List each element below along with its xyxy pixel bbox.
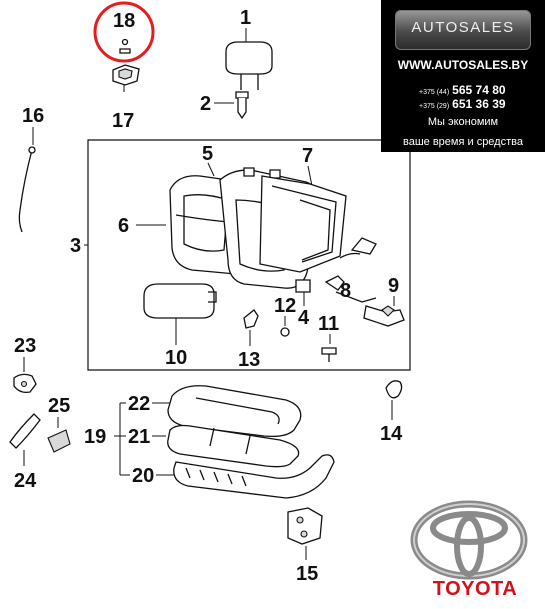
- label-18: 18: [113, 10, 135, 32]
- part-13-clip: [243, 309, 259, 346]
- part-21-cushion: [167, 424, 300, 468]
- part-22-seat-cover: [167, 385, 302, 438]
- ad-phone-2-number: 651 36 39: [452, 97, 506, 111]
- brand-name: TOYOTA: [432, 578, 518, 600]
- part-7-seat-frame: [259, 175, 347, 273]
- label-11: 11: [318, 313, 339, 335]
- part-20-frame: [173, 454, 335, 499]
- label-9: 9: [388, 275, 399, 297]
- autosales-logo: AUTOSALES: [395, 10, 531, 50]
- label-16: 16: [22, 105, 44, 127]
- label-20: 20: [132, 465, 154, 487]
- highlight-circle: [93, 1, 155, 63]
- label-6: 6: [118, 215, 129, 237]
- ad-phone-1-number: 565 74 80: [452, 83, 506, 97]
- part-17-bracket: [112, 64, 140, 92]
- part-1-headrest: [225, 41, 273, 90]
- ad-phone-2[interactable]: +375 (29)651 36 39: [419, 97, 506, 111]
- label-23: 23: [14, 335, 36, 357]
- label-13: 13: [238, 349, 260, 371]
- label-3: 3: [70, 235, 81, 257]
- label-21: 21: [128, 426, 150, 448]
- toyota-logo: [410, 500, 528, 580]
- label-12: 12: [274, 295, 296, 317]
- part-8-recliner: [324, 237, 377, 303]
- ad-slogan-line-2: ваше время и средства: [403, 136, 523, 148]
- label-15: 15: [296, 563, 318, 585]
- label-1: 1: [240, 7, 251, 29]
- bracket-19: [114, 402, 130, 476]
- ad-phone-1-code: +375 (44): [419, 89, 450, 96]
- label-19: 19: [84, 426, 106, 448]
- ad-url[interactable]: WWW.AUTOSALES.BY: [397, 58, 529, 72]
- label-14: 14: [380, 423, 403, 445]
- label-24: 24: [14, 470, 37, 492]
- part-10-armrest: [143, 283, 217, 319]
- label-4: 4: [298, 307, 310, 329]
- part-15-bracket: [287, 507, 323, 560]
- autosales-logo-text: AUTOSALES: [411, 19, 515, 36]
- label-7: 7: [302, 145, 313, 167]
- part-4-bracket: [295, 279, 311, 293]
- part-18-clip: [119, 38, 131, 54]
- part-12-screw: [280, 316, 290, 337]
- label-25: 25: [48, 395, 70, 417]
- ad-phone-1[interactable]: +375 (44)565 74 80: [419, 83, 506, 97]
- label-8: 8: [340, 280, 351, 302]
- part-23-clip: [13, 373, 37, 394]
- part-24-trim: [9, 413, 41, 466]
- part-3-frame: [87, 139, 411, 371]
- part-9-lever: [363, 305, 405, 327]
- part-25-cap: [47, 429, 71, 453]
- label-5: 5: [202, 143, 213, 165]
- label-17: 17: [112, 110, 134, 132]
- label-10: 10: [165, 347, 187, 369]
- ad-slogan-line-1: Мы экономим: [427, 116, 499, 128]
- label-22: 22: [128, 393, 150, 415]
- part-16-cable: [18, 146, 36, 233]
- ad-phone-2-code: +375 (29): [419, 103, 450, 110]
- ad-banner: AUTOSALES WWW.AUTOSALES.BY +375 (44)565 …: [381, 0, 545, 152]
- part-2-guide: [235, 91, 249, 120]
- part-11-bolt: [321, 334, 337, 362]
- label-2: 2: [200, 93, 211, 115]
- part-14-cover: [385, 380, 403, 420]
